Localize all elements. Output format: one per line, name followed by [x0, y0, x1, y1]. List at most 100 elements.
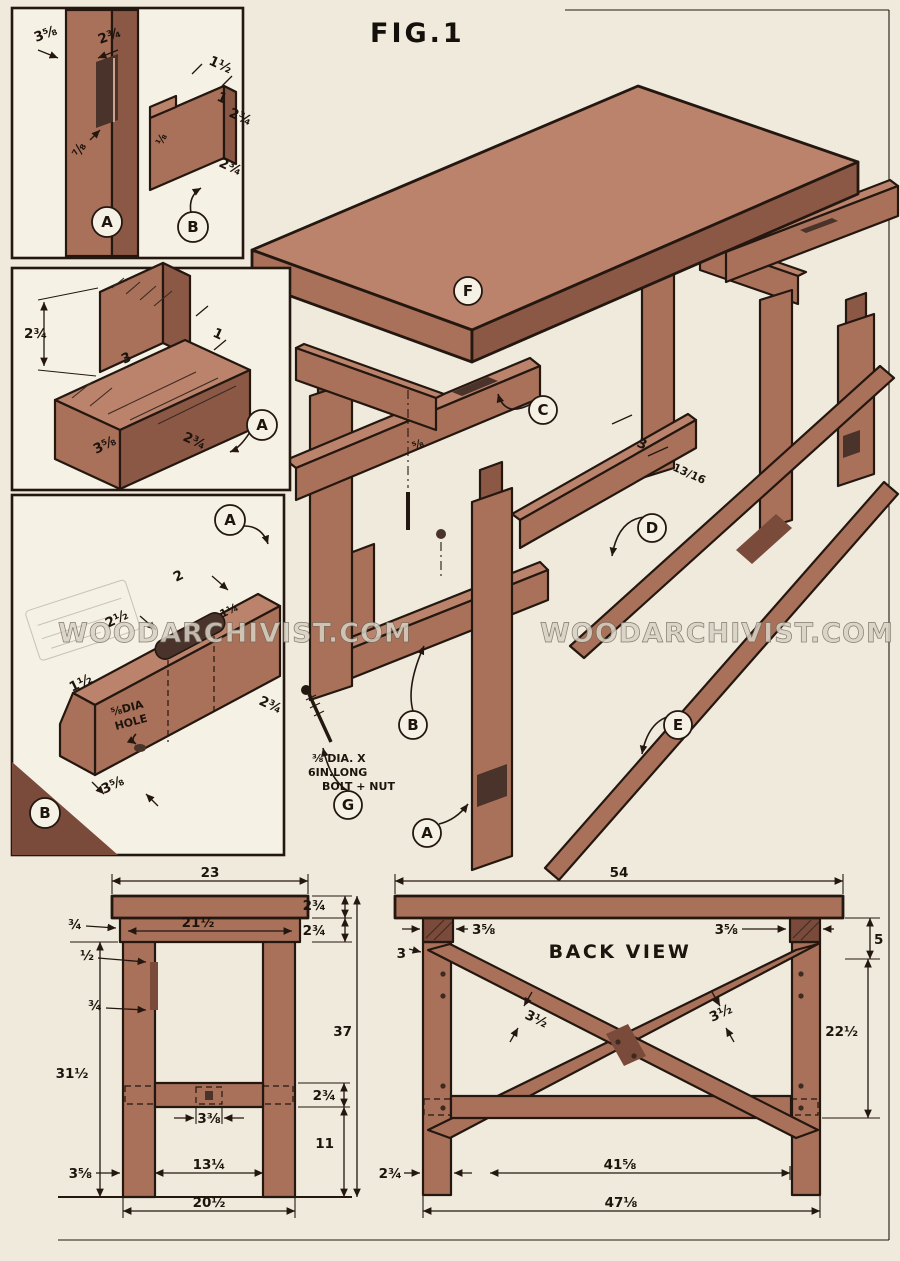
detail3-slot [154, 612, 226, 660]
callout-c-label: C [537, 401, 548, 419]
dim-bv-left-inset: 3 [397, 946, 406, 962]
detail1-beam [148, 84, 238, 192]
detail2-leg-hatch [71, 371, 237, 425]
dim-fv-top-thk: 2¾ [303, 898, 326, 914]
callout-b-detail3-label: B [39, 804, 50, 822]
bv-stretcher-hidden-left [423, 1098, 452, 1116]
detail-box-1: 3⅝ 2¾ ⅞ 1½ 1 2¾ ⅛ 2¾ A B [10, 6, 254, 260]
dim-bv-inner-span: 41⅝ [604, 1157, 637, 1173]
right-rail-mortise [800, 218, 838, 233]
fv-tenon-hidden-left [124, 1085, 156, 1105]
dim-fv-apron-len: 21½ [182, 915, 215, 931]
main-exploded-view: F C D E B G A 3 13/16 ⅝ [250, 84, 900, 882]
back-view-title: BACK VIEW [549, 941, 692, 963]
callout-a-detail3 [214, 504, 246, 536]
callout-b-main-label: B [407, 716, 418, 734]
dim-fv-foot-height: 11 [315, 1136, 334, 1152]
front-right-leg [470, 486, 514, 872]
bolt-note-line1: ⅜ DIA. X [312, 752, 366, 765]
dim-rail-slot: ⅝ [410, 436, 425, 452]
front-view: 23 2¾ 2¾ 21½ ¾ ½ ¾ 31½ 37 2¾ [56, 865, 361, 1218]
bv-top-slab [393, 894, 845, 920]
callout-d [637, 513, 667, 543]
bolt-note-line2: 6IN.LONG [308, 766, 367, 779]
callout-a-detail2-label: A [256, 416, 268, 434]
dim-fv-tenon-set: ½ [80, 948, 94, 964]
dim-fv-outer-span: 20½ [193, 1195, 226, 1211]
callout-b-main [398, 710, 428, 740]
dim-d1-shoulder: ⅛ [153, 131, 170, 147]
detail-box-2: 2¾ 3 1 3⅝ 2¾ A [10, 261, 292, 492]
dim-fv-top-width: 23 [201, 865, 220, 881]
dim-bv-drop: 5 [874, 932, 883, 948]
bolt-and-nut [301, 685, 333, 743]
detail-box-3: 2 2½ 1¼ 1½ ⅝DIA HOLE 3⅝ 2¾ A B [10, 493, 286, 857]
callout-a-detail1 [91, 206, 123, 238]
callout-d-label: D [646, 519, 658, 537]
dim-bv-brace-right: 3½ [707, 1001, 735, 1025]
right-leg-notch [843, 430, 860, 458]
dim-fv-inner-span: 13¼ [193, 1157, 226, 1173]
watermark-right: WOODARCHIVIST.COM [540, 618, 894, 649]
fv-leg-groove [150, 962, 158, 1010]
bv-bolts [440, 971, 804, 1111]
dim-bv-leg-w: 2¾ [379, 1166, 402, 1182]
detail3-rail-end [58, 691, 97, 777]
dim-fv-stretcher-h: 2¾ [313, 1088, 336, 1104]
dim-fv-leg-height: 31½ [56, 1066, 89, 1082]
callout-a-main-label: A [421, 824, 433, 842]
callout-g [333, 790, 363, 820]
callout-a-main [412, 818, 442, 848]
dim-fv-slot-w: 3⅜ [197, 1111, 220, 1127]
dim-rail-thickness: 13/16 [671, 461, 708, 487]
callout-b-detail1-label: B [187, 218, 198, 236]
detail1-mortise [96, 54, 118, 128]
front-view-dims: 23 2¾ 2¾ 21½ ¾ ½ ¾ 31½ 37 2¾ [56, 865, 361, 1218]
ghost-sketch [25, 579, 141, 661]
callout-e [663, 710, 693, 740]
callout-c [528, 395, 558, 425]
bv-block-hatch [425, 919, 820, 941]
front-rail-slot [452, 377, 498, 396]
dim-bv-side-height: 22½ [825, 1024, 858, 1040]
fv-center-slot [195, 1086, 223, 1105]
alignment-bolt [406, 390, 446, 580]
fv-top-slab [110, 894, 310, 920]
main-callouts: F C D E B G A [321, 276, 693, 848]
dim-bv-block-left: 3⅝ [472, 922, 495, 938]
detail2-tenon-hatch [111, 277, 173, 307]
mid-rail-face [518, 418, 698, 550]
bv-stretcher-hidden-right [790, 1098, 819, 1116]
callout-g-label: G [342, 796, 354, 814]
diagonal-brace-e [543, 480, 900, 882]
fv-right-leg [261, 916, 297, 1199]
dim-d1-leg-width: 3⅝ [32, 23, 59, 46]
callout-e-label: E [673, 716, 683, 734]
detail3-hole [134, 744, 146, 752]
front-right-leg-notch [477, 764, 507, 807]
callout-f-label: F [463, 282, 473, 300]
callout-f [453, 276, 483, 306]
dim-d1-mortise-offset: 2¾ [96, 25, 123, 48]
bv-right-block [788, 916, 822, 944]
bolt-note-line3: BOLT + NUT [322, 780, 395, 793]
diagonal-brace-d [568, 364, 896, 660]
bv-left-block [421, 916, 455, 944]
dim-d1-mortise-width: ⅞ [69, 140, 90, 160]
dim-fv-leg-w: 3⅝ [69, 1166, 92, 1182]
left-apron-face [294, 346, 438, 432]
callout-a-detail1-label: A [101, 213, 113, 231]
bv-left-leg [421, 940, 453, 1197]
back-view-dims: 54 3⅝ 3⅝ 3 5 22½ 3½ 3½ 2¾ [379, 865, 883, 1218]
callout-b-detail1 [177, 211, 209, 243]
dim-d2-tenon-height: 2¾ [24, 326, 47, 342]
dim-bv-top-width: 54 [610, 865, 629, 881]
detail3-corner-wedge [12, 762, 118, 855]
bv-right-leg [790, 940, 822, 1197]
dim-fv-apron-h: 2¾ [303, 923, 326, 939]
brace-cross-lap [736, 514, 792, 564]
callout-a-detail3-label: A [224, 511, 236, 529]
right-rail-face [724, 184, 900, 284]
